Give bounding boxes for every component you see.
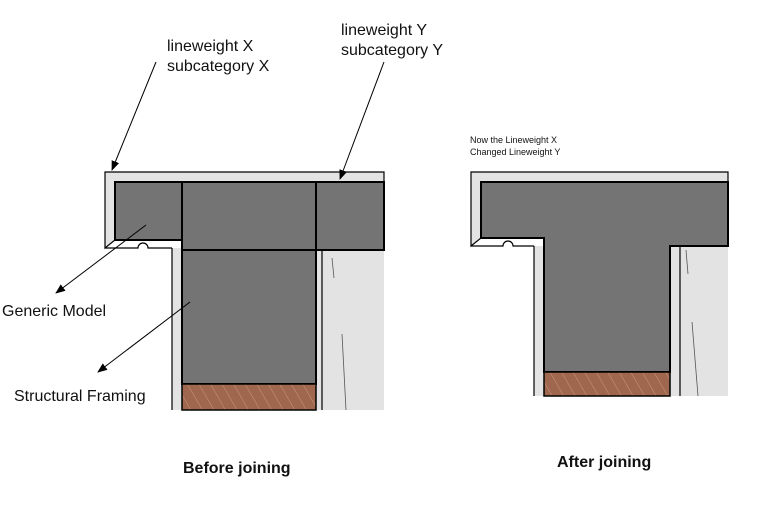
- after-left-column-light: [534, 246, 544, 396]
- after-right-beam-light: [670, 246, 728, 396]
- middle-slab-block: [181, 181, 317, 251]
- right-beam-mark: [331, 257, 335, 279]
- arrow-structural-framing: [97, 301, 191, 373]
- generic-model-block: [114, 181, 183, 241]
- after-joining-diagram: Now the Lineweight X Changed Lineweight …: [470, 135, 729, 471]
- label-structural-framing: Structural Framing: [14, 388, 146, 405]
- slab-bottom-lip: [105, 242, 172, 249]
- caption-after-joining: After joining: [557, 454, 651, 471]
- arrow-lineweight-x: [111, 61, 157, 171]
- left-column-light: [172, 248, 182, 410]
- right-beam-light: [316, 250, 384, 410]
- structural-framing-column: [181, 249, 317, 385]
- label-generic-model: Generic Model: [2, 303, 106, 320]
- arrow-lineweight-y: [339, 61, 385, 180]
- note-line-2: Changed Lineweight Y: [470, 147, 560, 157]
- column-hatch: [181, 383, 317, 411]
- caption-before-joining: Before joining: [183, 460, 291, 477]
- note-line-1: Now the Lineweight X: [470, 135, 557, 145]
- after-right-beam-mark: [685, 249, 689, 275]
- arrow-generic-model: [55, 224, 147, 294]
- after-slab-bottom-lip: [471, 240, 534, 247]
- right-slab-block: [315, 181, 385, 251]
- before-joining-diagram: lineweight X subcategory X lineweight Y …: [2, 22, 443, 477]
- after-right-beam-mark-2: [691, 321, 699, 397]
- right-beam-mark-2: [341, 333, 347, 411]
- label-subcategory-y: subcategory Y: [341, 42, 443, 59]
- after-column-hatch: [543, 371, 671, 397]
- label-lineweight-y: lineweight Y: [341, 22, 427, 39]
- label-subcategory-x: subcategory X: [167, 58, 270, 75]
- label-lineweight-x: lineweight X: [167, 38, 254, 55]
